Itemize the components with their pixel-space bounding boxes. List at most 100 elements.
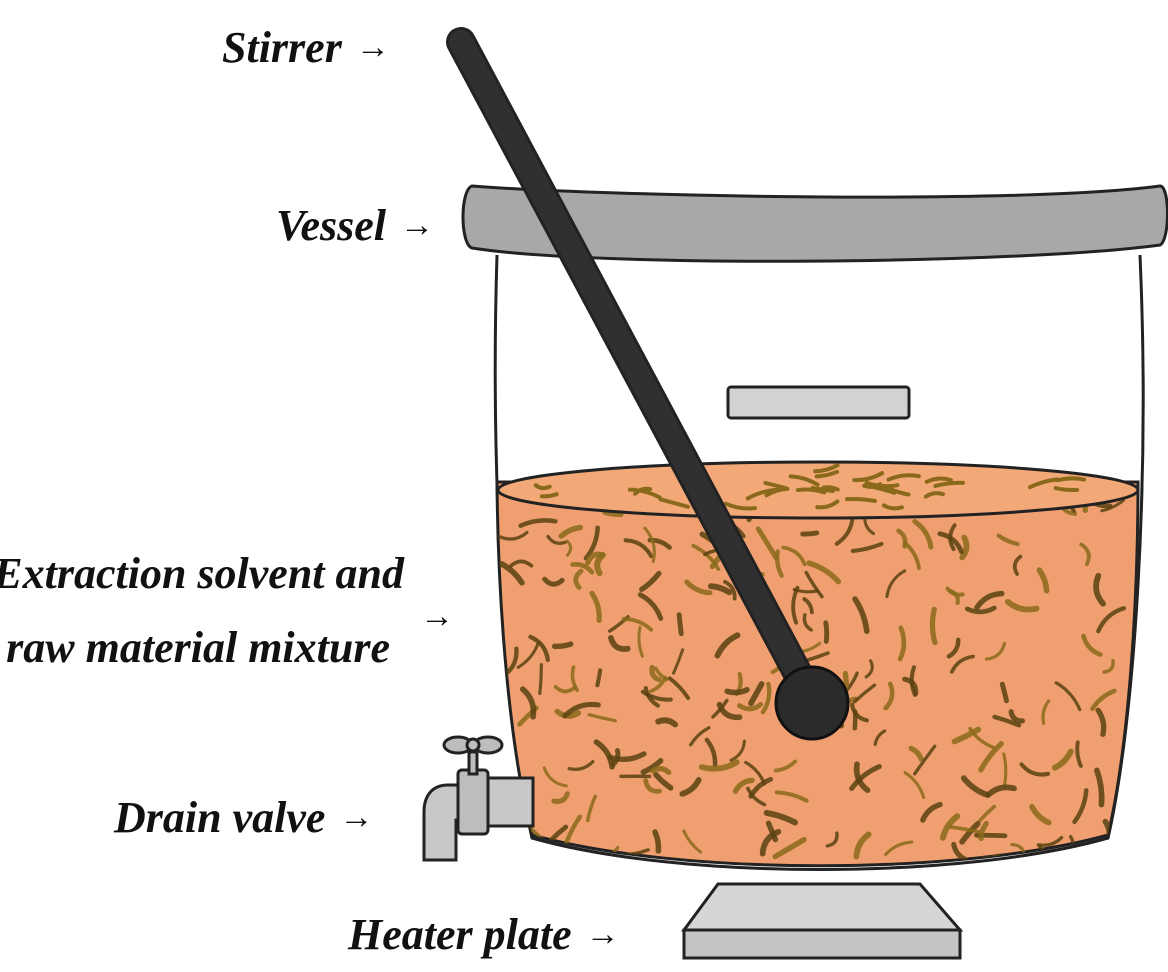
flake — [873, 729, 887, 747]
flake — [508, 840, 539, 851]
arrow-icon: → — [420, 598, 454, 635]
flake — [549, 824, 569, 843]
flake — [1055, 476, 1087, 483]
flake — [1093, 572, 1106, 607]
flake — [1100, 498, 1125, 513]
flake — [546, 534, 567, 545]
surface-flakes — [533, 463, 1087, 511]
flake — [964, 605, 997, 615]
flake — [528, 634, 550, 663]
flake — [1012, 554, 1023, 576]
flake — [640, 757, 664, 775]
flake — [755, 526, 779, 561]
flake — [800, 530, 820, 537]
flake — [533, 483, 552, 491]
flake — [864, 480, 900, 489]
flake — [788, 474, 820, 487]
flake — [909, 665, 918, 697]
flake — [978, 804, 997, 823]
flake — [691, 543, 721, 571]
flake — [978, 741, 1004, 773]
flake — [689, 726, 711, 747]
flake — [627, 487, 662, 500]
flake — [748, 776, 774, 799]
flake — [610, 748, 621, 767]
flake — [724, 686, 750, 696]
flake — [772, 836, 807, 860]
flake — [698, 759, 740, 772]
flake — [542, 766, 568, 788]
flake — [587, 713, 617, 723]
flake — [608, 634, 631, 652]
flake — [1079, 542, 1091, 567]
mixture-label-line-1: Extraction solvent and — [0, 549, 404, 598]
flake — [649, 675, 668, 694]
flake — [1002, 752, 1008, 788]
flake — [791, 585, 800, 625]
flake — [736, 702, 764, 712]
flake — [984, 641, 1006, 661]
flake — [923, 491, 945, 499]
flake — [562, 701, 601, 719]
flake — [978, 820, 989, 842]
flake — [759, 828, 782, 857]
flake — [1081, 633, 1103, 657]
flake — [679, 777, 702, 797]
flake — [781, 545, 807, 567]
flake — [1004, 598, 1040, 613]
flake — [959, 534, 970, 561]
flake — [974, 590, 1005, 611]
flake — [884, 840, 914, 857]
flake — [933, 480, 965, 488]
flake — [929, 606, 938, 646]
flake — [1094, 767, 1105, 808]
flake — [1053, 486, 1080, 493]
flake — [516, 641, 540, 669]
arrow-icon: → — [585, 916, 620, 953]
flake — [985, 784, 1017, 798]
flake — [1008, 709, 1026, 724]
flake — [1090, 688, 1117, 711]
flake — [655, 717, 679, 728]
flake — [658, 497, 690, 509]
flake — [1038, 835, 1064, 847]
flake — [760, 681, 772, 715]
stirrer-rod — [446, 27, 850, 741]
flake — [960, 775, 991, 798]
flake — [518, 518, 558, 528]
flake — [723, 579, 737, 601]
flake — [509, 559, 534, 568]
flake — [815, 499, 840, 510]
flake — [676, 612, 684, 637]
flake — [775, 549, 784, 578]
heater-plate-label: Heater plate→ — [348, 910, 620, 959]
flake — [763, 809, 798, 826]
heater-plate — [681, 882, 964, 960]
flake — [802, 613, 813, 632]
flake — [649, 664, 662, 683]
flake — [959, 820, 981, 845]
flake — [946, 637, 961, 659]
flake — [589, 590, 602, 624]
flake — [821, 485, 840, 492]
flake — [881, 503, 904, 511]
flake — [714, 632, 741, 659]
flake — [765, 820, 779, 843]
vessel-lid — [461, 184, 1168, 263]
drain-valve — [422, 735, 535, 862]
flake — [951, 841, 968, 862]
flake — [643, 686, 661, 708]
flake — [937, 531, 964, 555]
flake — [1028, 477, 1059, 490]
flake — [864, 659, 874, 679]
flake — [852, 683, 877, 704]
flake — [886, 473, 921, 482]
flake — [551, 641, 574, 650]
flake — [1051, 748, 1074, 771]
flake — [1095, 707, 1107, 737]
flake — [711, 698, 729, 719]
flake — [637, 625, 644, 658]
flake — [850, 541, 884, 554]
flake — [849, 764, 882, 791]
